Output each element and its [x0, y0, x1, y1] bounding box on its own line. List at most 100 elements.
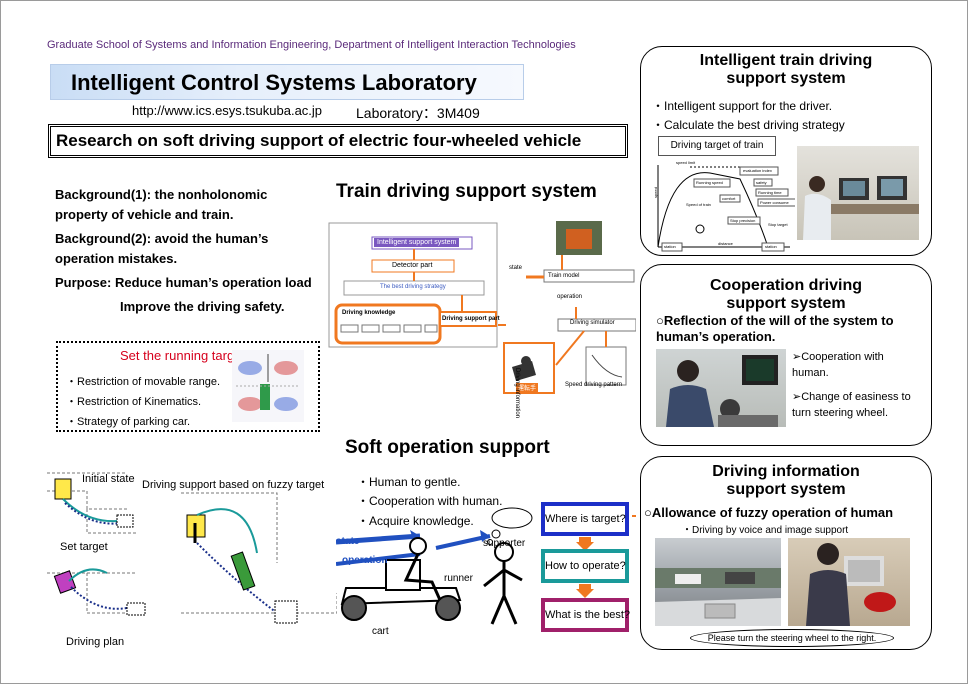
driving-info-title-line2: support system	[726, 481, 846, 498]
background-2: Background(2): avoid the human’s operati…	[55, 229, 268, 269]
graduate-school-text: Graduate School of Systems and Informati…	[47, 39, 576, 51]
intelligent-item-2: ・Calculate the best driving strategy	[652, 118, 845, 132]
running-target-title: Set the running target	[120, 348, 246, 363]
soft-operation-heading: Soft operation support	[345, 437, 550, 458]
train-system-heading: Train driving support system	[336, 181, 597, 202]
soft-item-2: ・Cooperation with human.	[357, 494, 503, 508]
target-item-3-text: Strategy of parking car.	[77, 416, 191, 428]
intelligent-item-1-text: Intelligent support for the driver.	[664, 99, 833, 113]
safety-label: safety	[756, 180, 767, 185]
driving-support-part-label: Driving support part	[442, 316, 500, 322]
driving-info-subtitle2: ・Driving by voice and image support	[682, 525, 849, 536]
driving-knowledge-label: Driving knowledge	[342, 310, 396, 316]
how-operate-box: How to operate?	[541, 549, 629, 583]
driving-info-title-line1: Driving information	[712, 463, 860, 480]
speed-pattern-label: Speed driving pattern	[565, 382, 623, 388]
purpose-line1: Purpose: Reduce human’s operation load	[55, 275, 312, 290]
cooperation-title-line1: Cooperation driving	[710, 277, 862, 294]
purpose-line2: Improve the driving safety.	[120, 299, 285, 314]
driving-simulator-label: Driving simulator	[570, 320, 615, 326]
target-item-1: ・Restriction of movable range.	[66, 376, 221, 388]
cooperation-subtitle: ○Reflection of the will of the system to…	[656, 313, 894, 344]
bg1-line1: Background(1): the nonholonomic	[55, 187, 268, 202]
lab-url[interactable]: http://www.ics.esys.tsukuba.ac.jp	[132, 103, 323, 118]
intelligent-support-label: Intelligent support system	[374, 238, 460, 247]
initial-state-label: Initial state	[82, 473, 135, 485]
evaluation-index-label: evaluation index	[743, 168, 772, 173]
bg1-line2: property of vehicle and train.	[55, 207, 234, 222]
driving-info-subtitle: ○Allowance of fuzzy operation of human	[644, 505, 894, 520]
train-operation-label: operation	[557, 294, 583, 300]
cooperation-title-line2: support system	[726, 295, 846, 312]
cooperation-bullet-2: ➢Change of easiness to turn steering whe…	[792, 391, 911, 419]
power-consume-label: Power consume	[760, 200, 789, 205]
cooperation-title: Cooperation driving support system	[640, 277, 932, 313]
fuzzy-support-label: Driving support based on fuzzy target	[142, 479, 325, 491]
comfort-label: comfort	[722, 196, 736, 201]
intelligent-train-title-line1: Intelligent train driving	[699, 52, 873, 69]
best-strategy-label: The best driving strategy	[380, 284, 446, 290]
cooperation-bullet-2-line2: turn steering wheel.	[792, 407, 888, 419]
target-item-2: ・Restriction of Kinematics.	[66, 396, 202, 408]
intelligent-item-1: ・Intelligent support for the driver.	[652, 99, 833, 113]
cart-runner-diagram	[336, 507, 636, 625]
fuzzy-target-diagram	[47, 472, 337, 624]
lab-title: Intelligent Control Systems Laboratory	[50, 64, 524, 100]
soft-item-3-text: Acquire knowledge.	[369, 514, 474, 528]
running-target-box	[56, 341, 320, 432]
target-item-1-text: Restriction of movable range.	[77, 376, 221, 388]
intelligent-item-2-text: Calculate the best driving strategy	[664, 118, 845, 132]
stop-precision-label: Stop precision	[730, 218, 756, 223]
where-target-box: Where is target?	[541, 502, 629, 536]
station-label-1: station	[664, 244, 676, 249]
lab-room: Laboratory：3M409	[356, 105, 480, 121]
cooperation-subtitle-line1: Reflection of the will of the system to	[663, 313, 894, 328]
soft-item-3: ・Acquire knowledge.	[357, 514, 474, 528]
station-label-2: station	[765, 244, 777, 249]
speed-profile-chart	[657, 165, 795, 252]
vehicle-kinematics-diagram	[232, 350, 304, 422]
driver-label: 運転手	[516, 383, 539, 392]
background-1: Background(1): the nonholonomic property…	[55, 185, 267, 225]
soft-item-2-text: Cooperation with human.	[369, 494, 503, 508]
driving-plan-label: Driving plan	[66, 636, 125, 648]
driving-info-subtitle-text: Allowance of fuzzy operation of human	[651, 505, 894, 520]
soft-item-1-text: Human to gentle.	[369, 475, 461, 489]
driving-info-title: Driving information support system	[640, 463, 932, 499]
stop-target-label: Stop target	[768, 222, 788, 227]
target-item-3: ・Strategy of parking car.	[66, 416, 191, 428]
cooperation-bullet-1-line2: human.	[792, 367, 829, 379]
chart-title-box: Driving target of train	[658, 136, 776, 156]
speed-of-train-label: Speed of train	[686, 202, 711, 207]
driving-info-vertical-label: Driving information	[514, 368, 520, 419]
running-time-label: Running time	[758, 190, 782, 195]
cooperation-bullet-2-line1: Change of easiness to	[801, 391, 911, 403]
cooperation-subtitle-line2: human’s operation.	[656, 329, 776, 344]
running-speed-label: Running speed	[696, 180, 723, 185]
car-view-photo	[655, 538, 781, 626]
intelligent-train-title: Intelligent train driving support system	[640, 52, 932, 88]
down-arrow-icon	[576, 537, 594, 551]
cooperation-bullet-1-line1: Cooperation with	[801, 351, 884, 363]
cart-label: cart	[372, 626, 389, 637]
soft-item-1: ・Human to gentle.	[357, 475, 461, 489]
what-best-box: What is the best?	[541, 598, 630, 632]
cooperation-photo	[656, 349, 786, 427]
speed-limit-label: speed limit	[676, 160, 696, 165]
soft-state-label: state	[336, 536, 360, 547]
soft-operation-label: operation	[342, 555, 388, 566]
train-state-label: state	[509, 265, 523, 271]
target-item-2-text: Restriction of Kinematics.	[77, 396, 202, 408]
train-model-label: Train model	[548, 273, 580, 279]
runner-label: runner	[444, 573, 473, 584]
train-simulator-photo	[797, 146, 919, 240]
speed-axis-label: speed	[652, 187, 658, 198]
bg2-line1: Background(2): avoid the human’s	[55, 231, 269, 246]
supporter-label: supporter	[483, 538, 526, 549]
bg2-line2: operation mistakes.	[55, 251, 178, 266]
cooperation-bullet-1: ➢Cooperation with human.	[792, 351, 884, 379]
driver-photo	[788, 538, 910, 626]
set-target-label: Set target	[60, 541, 108, 553]
intelligent-train-title-line2: support system	[726, 70, 846, 87]
down-arrow-icon	[576, 584, 594, 598]
